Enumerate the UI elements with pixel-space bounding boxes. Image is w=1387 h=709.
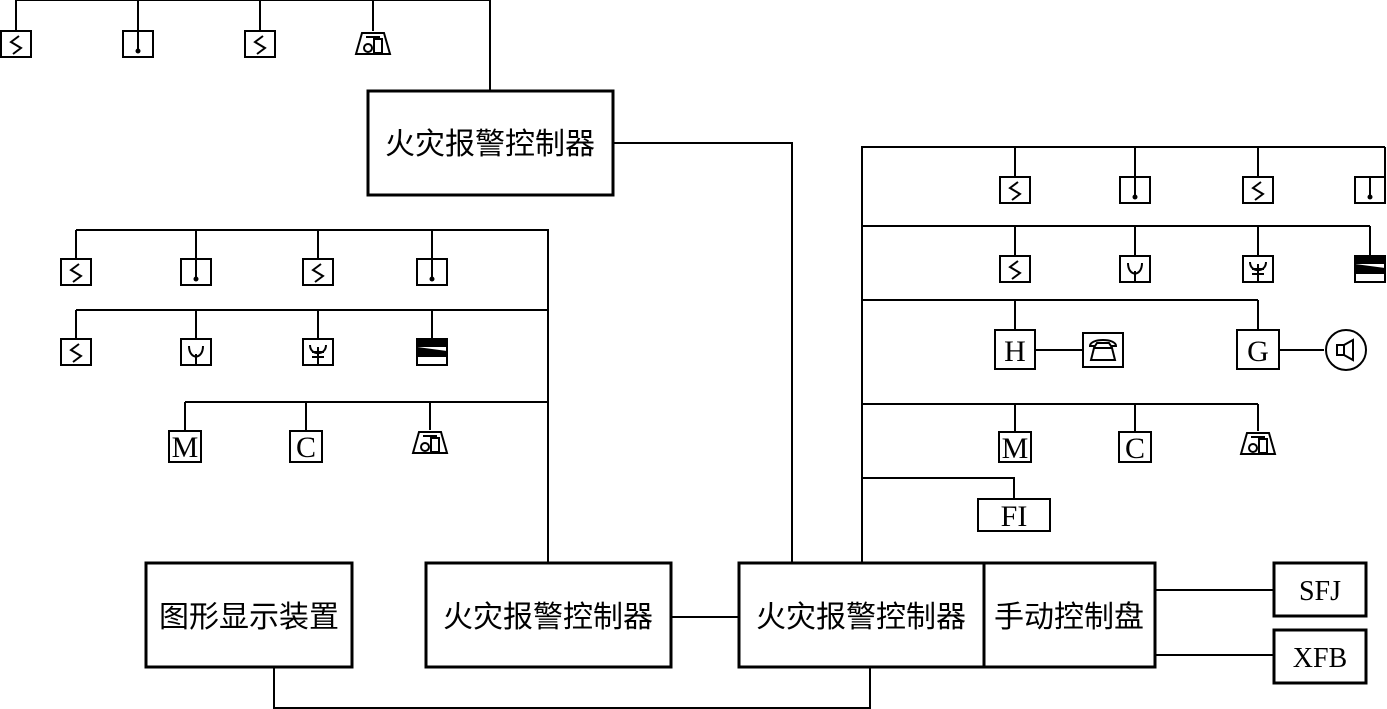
smoke-detector-icon (999, 176, 1031, 204)
main-controller-label: 火灾报警控制器 (756, 600, 966, 635)
manual-call-point-icon (1240, 432, 1276, 455)
sfj-box: SFJ (1272, 561, 1368, 618)
heat-detector-icon (1119, 176, 1151, 204)
infrared-beam-icon (416, 338, 448, 366)
smoke-detector-icon (1242, 176, 1274, 204)
sprinkler-icon (302, 338, 334, 366)
smoke-detector-icon (244, 30, 276, 58)
fire-indicator-box: FI (977, 498, 1051, 533)
infrared-beam-icon (1354, 255, 1386, 283)
wiring (15, 0, 1386, 709)
graphic-display-device: 图形显示装置 (144, 561, 354, 669)
telephone-icon (1082, 332, 1124, 368)
xfb-box: XFB (1272, 628, 1368, 685)
module-m-label: M (172, 431, 199, 464)
manual-panel-label: 手动控制盘 (994, 600, 1144, 635)
xfb-label: XFB (1293, 643, 1347, 674)
heat-detector-icon (1354, 176, 1386, 204)
module-g-box: G (1236, 329, 1280, 370)
smoke-detector-icon (0, 30, 32, 58)
heat-detector-icon (180, 258, 212, 286)
fire-indicator-label: FI (1001, 500, 1028, 533)
manual-control-panel: 手动控制盘 (982, 561, 1157, 669)
smoke-detector-icon (999, 255, 1031, 283)
manual-call-point-icon (355, 32, 391, 55)
module-g-label: G (1247, 335, 1269, 368)
module-c-label: C (1125, 432, 1145, 465)
module-c-label: C (296, 431, 316, 464)
module-m-box: M (998, 431, 1032, 465)
heat-detector-icon (416, 258, 448, 286)
smoke-detector-icon (60, 258, 92, 286)
loudspeaker-icon (1325, 329, 1367, 371)
smoke-detector-icon (302, 258, 334, 286)
graphic-display-label: 图形显示装置 (159, 600, 339, 635)
left-controller-label: 火灾报警控制器 (443, 600, 653, 635)
top-controller-label: 火灾报警控制器 (385, 127, 595, 162)
sfj-label: SFJ (1299, 576, 1341, 607)
module-m-label: M (1002, 432, 1029, 465)
flame-detector-icon (1119, 255, 1151, 283)
flame-detector-icon (180, 338, 212, 366)
module-c-box: C (1118, 431, 1152, 465)
module-h-label: H (1004, 335, 1026, 368)
smoke-detector-icon (60, 338, 92, 366)
heat-detector-icon (122, 30, 154, 58)
module-c-box: C (289, 430, 323, 464)
main-alarm-controller: 火灾报警控制器 (737, 561, 986, 669)
module-h-box: H (994, 329, 1036, 370)
top-alarm-controller: 火灾报警控制器 (366, 89, 615, 197)
manual-call-point-icon (412, 431, 448, 454)
sprinkler-icon (1242, 255, 1274, 283)
module-m-box: M (168, 430, 202, 464)
left-alarm-controller: 火灾报警控制器 (424, 561, 673, 669)
